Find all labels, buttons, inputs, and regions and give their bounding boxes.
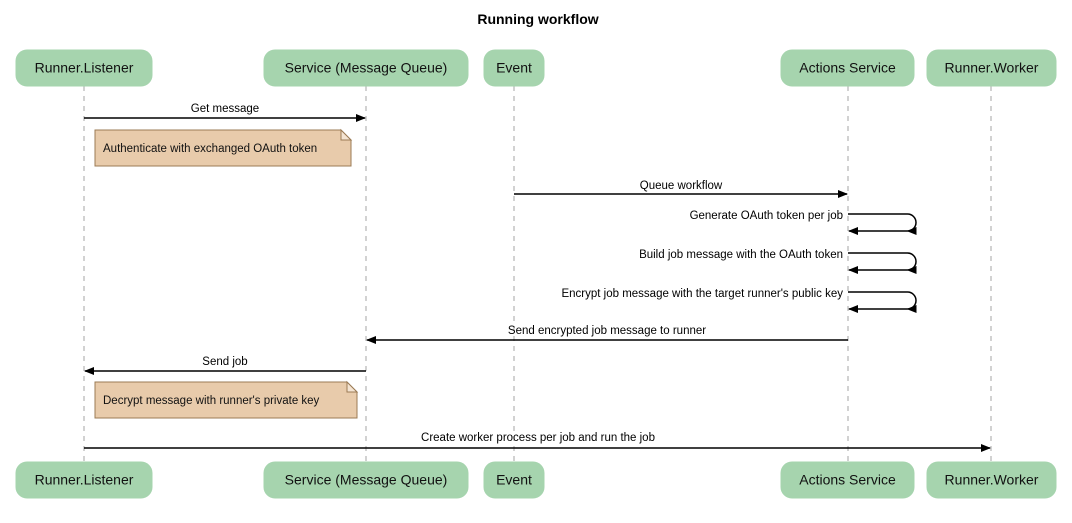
footer-participant-label-event: Event [496, 472, 532, 488]
footer-participants-group: Runner.Listener Service (Message Queue) Ev… [15, 461, 1057, 499]
message-queue-workflow[interactable]: Queue workflow [514, 180, 848, 198]
header-participant-runner-worker[interactable]: Runner.Worker [926, 49, 1057, 87]
message-label-generate-oauth-token-per-job: Generate OAuth token per job [690, 210, 843, 222]
note-label-authenticate-with-exchanged-oauth-token: Authenticate with exchanged OAuth token [103, 143, 317, 155]
message-encrypt-job-message-with-the-target-runners-public-key[interactable]: Encrypt job message with the target runn… [561, 288, 917, 313]
header-participant-label-service-message-queue: Service (Message Queue) [285, 60, 448, 76]
note-fold-corner-icon [346, 380, 359, 393]
footer-participant-runner-worker[interactable]: Runner.Worker [926, 461, 1057, 499]
header-participant-box-event[interactable] [483, 49, 545, 87]
self-loop-path-generate-oauth-token-per-job [848, 213, 917, 235]
message-send-encrypted-job-message-to-runner[interactable]: Send encrypted job message to runner [366, 325, 848, 344]
message-generate-oauth-token-per-job[interactable]: Generate OAuth token per job [690, 210, 917, 235]
message-label-send-encrypted-job-message-to-runner: Send encrypted job message to runner [508, 325, 706, 337]
header-participants-group: Runner.Listener Service (Message Queue) Ev… [15, 49, 1057, 87]
header-participant-label-runner-listener: Runner.Listener [35, 60, 134, 76]
header-participant-service-message-queue[interactable]: Service (Message Queue) [263, 49, 469, 87]
lifelines-group [83, 86, 992, 462]
page-title: Running workflow [477, 11, 598, 27]
header-participant-box-runner-worker[interactable] [926, 49, 1057, 87]
footer-participant-label-actions-service: Actions Service [799, 472, 896, 488]
header-participant-box-runner-listener[interactable] [15, 49, 153, 87]
message-label-build-job-message-with-the-oauth-token: Build job message with the OAuth token [639, 249, 843, 261]
note-authenticate-with-exchanged-oauth-token: Authenticate with exchanged OAuth token [94, 128, 353, 167]
footer-participant-box-event[interactable] [483, 461, 545, 499]
self-loop-path-encrypt-job-message-with-the-target-runners-public-key [848, 291, 917, 313]
notes-group: Authenticate with exchanged OAuth tokenD… [94, 128, 359, 419]
message-label-send-job: Send job [202, 356, 247, 368]
footer-participant-actions-service[interactable]: Actions Service [780, 461, 915, 499]
header-participant-box-service-message-queue[interactable] [263, 49, 469, 87]
header-participant-label-runner-worker: Runner.Worker [945, 60, 1039, 76]
note-body-authenticate-with-exchanged-oauth-token [94, 129, 352, 167]
footer-participant-runner-listener[interactable]: Runner.Listener [15, 461, 153, 499]
footer-participant-label-runner-worker: Runner.Worker [945, 472, 1039, 488]
footer-participant-box-service-message-queue[interactable] [263, 461, 469, 499]
self-loop-path-build-job-message-with-the-oauth-token [848, 252, 917, 274]
header-participant-label-actions-service: Actions Service [799, 60, 896, 76]
header-participant-event[interactable]: Event [483, 49, 545, 87]
message-label-encrypt-job-message-with-the-target-runners-public-key: Encrypt job message with the target runn… [561, 288, 843, 300]
message-get-message[interactable]: Get message [84, 103, 366, 122]
footer-participant-box-runner-listener[interactable] [15, 461, 153, 499]
note-decrypt-message-with-runners-private-key: Decrypt message with runner's private ke… [94, 380, 359, 419]
footer-participant-event[interactable]: Event [483, 461, 545, 499]
header-participant-box-actions-service[interactable] [780, 49, 915, 87]
message-build-job-message-with-the-oauth-token[interactable]: Build job message with the OAuth token [639, 249, 917, 274]
message-send-job[interactable]: Send job [84, 356, 366, 375]
header-participant-label-event: Event [496, 60, 532, 76]
message-label-create-worker-process-per-job-and-run-the-job: Create worker process per job and run th… [421, 432, 655, 444]
message-create-worker-process-per-job-and-run-the-job[interactable]: Create worker process per job and run th… [84, 432, 991, 452]
header-participant-actions-service[interactable]: Actions Service [780, 49, 915, 87]
note-body-decrypt-message-with-runners-private-key [94, 381, 358, 419]
footer-participant-service-message-queue[interactable]: Service (Message Queue) [263, 461, 469, 499]
footer-participant-box-actions-service[interactable] [780, 461, 915, 499]
message-label-get-message: Get message [191, 103, 259, 115]
note-fold-corner-icon [340, 128, 353, 141]
footer-participant-box-runner-worker[interactable] [926, 461, 1057, 499]
header-participant-runner-listener[interactable]: Runner.Listener [15, 49, 153, 87]
message-label-queue-workflow: Queue workflow [640, 180, 723, 192]
note-label-decrypt-message-with-runners-private-key: Decrypt message with runner's private ke… [103, 395, 320, 407]
footer-participant-label-runner-listener: Runner.Listener [35, 472, 134, 488]
footer-participant-label-service-message-queue: Service (Message Queue) [285, 472, 448, 488]
